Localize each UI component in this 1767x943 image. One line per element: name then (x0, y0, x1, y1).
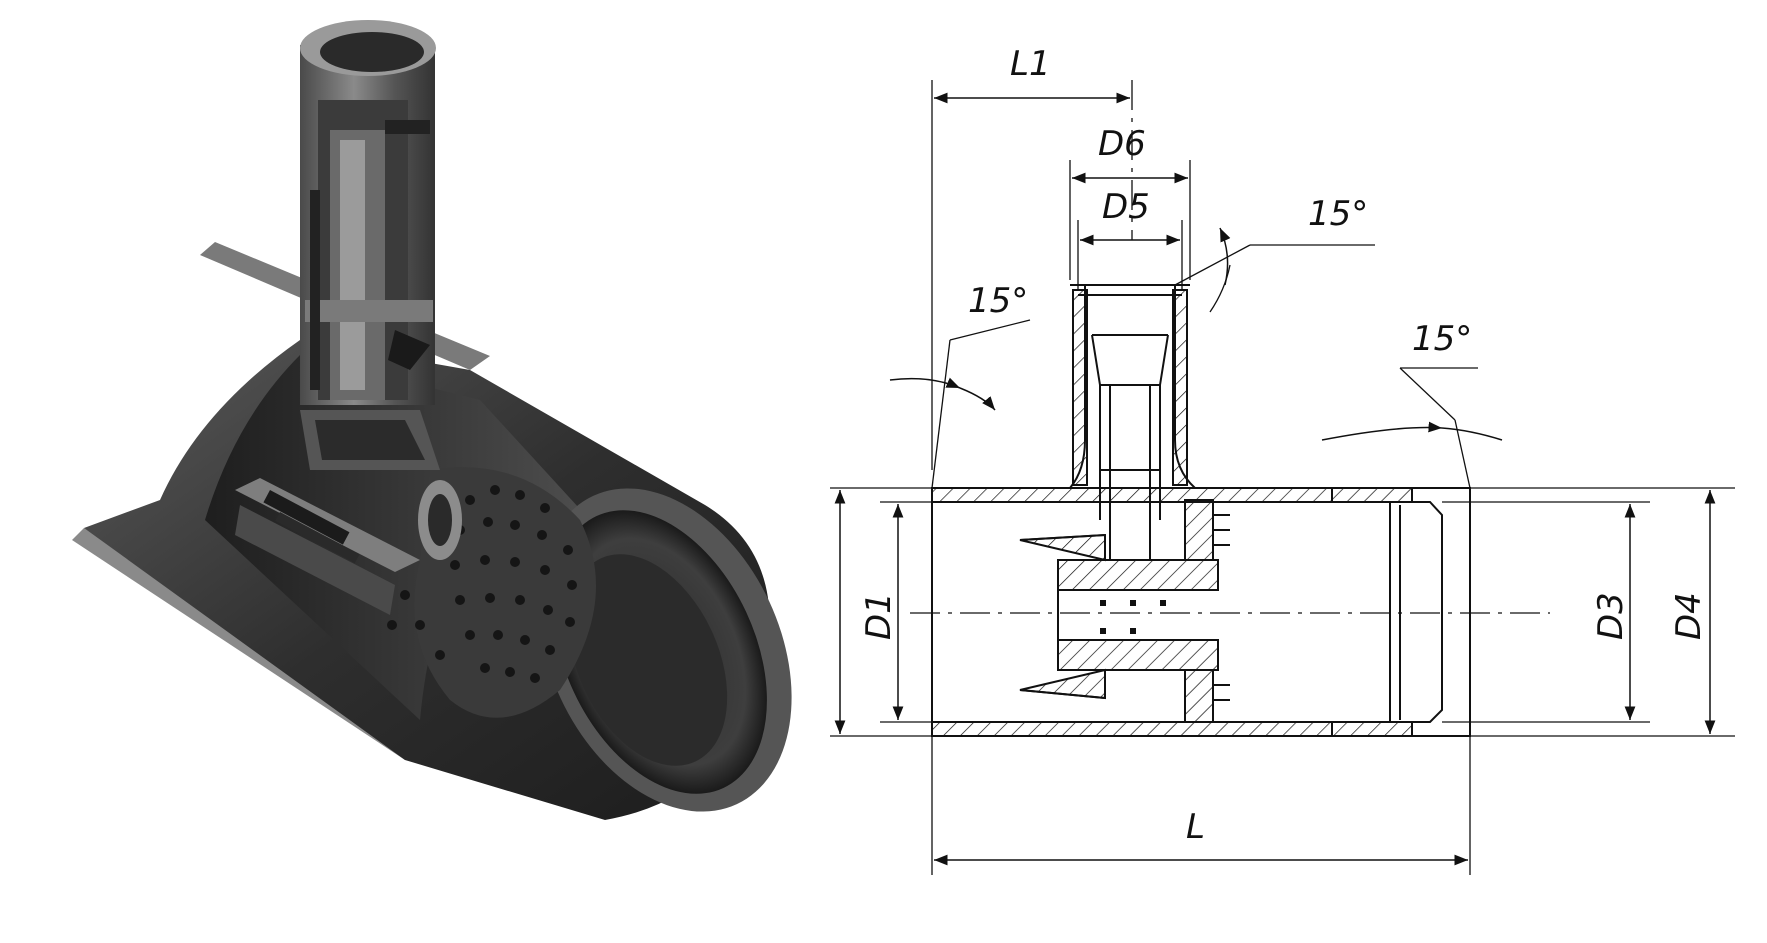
dimension-D4: D4 (1470, 487, 1735, 737)
cutaway-illustration (72, 20, 792, 820)
burner-cutaway-render (0, 0, 830, 943)
dim-label-D1: D1 (859, 592, 899, 640)
dimension-D3: D3 (1442, 501, 1650, 723)
main-pipe-section (931, 487, 1471, 737)
dim-label-D2: D2 (830, 592, 837, 640)
dim-label-D4: D4 (1669, 592, 1709, 640)
dim-label-D6: D6 (1098, 124, 1146, 164)
dimension-L: L (931, 736, 1471, 875)
dimension-D5: D5 (1077, 187, 1183, 290)
dimension-L1: L1 (931, 44, 1133, 470)
branch-section (1069, 284, 1196, 560)
angle-label-right: 15° (1412, 319, 1472, 359)
dimension-D2: D2 (830, 487, 932, 737)
angle-callout-top-right: 15° (1174, 194, 1375, 313)
dim-label-D5: D5 (1102, 187, 1150, 227)
angle-label-left: 15° (968, 281, 1028, 321)
dim-label-D3: D3 (1591, 592, 1631, 640)
dimension-D6: D6 (1069, 124, 1191, 280)
section-drawing: L1 D6 D5 15° 15° (830, 44, 1735, 875)
angle-callout-right: 15° (1321, 319, 1503, 489)
dimension-D1: D1 (859, 501, 932, 723)
gas-inlet-pipe (300, 20, 436, 405)
inner-nozzle (235, 410, 462, 615)
dim-label-L1: L1 (1010, 44, 1051, 84)
nozzle-section (1019, 499, 1230, 723)
dim-label-L: L (1186, 807, 1205, 847)
technical-drawing: L1 D6 D5 15° 15° (830, 0, 1767, 943)
angle-label-top-right: 15° (1308, 194, 1368, 234)
angle-callout-left: 15° (889, 281, 1031, 489)
